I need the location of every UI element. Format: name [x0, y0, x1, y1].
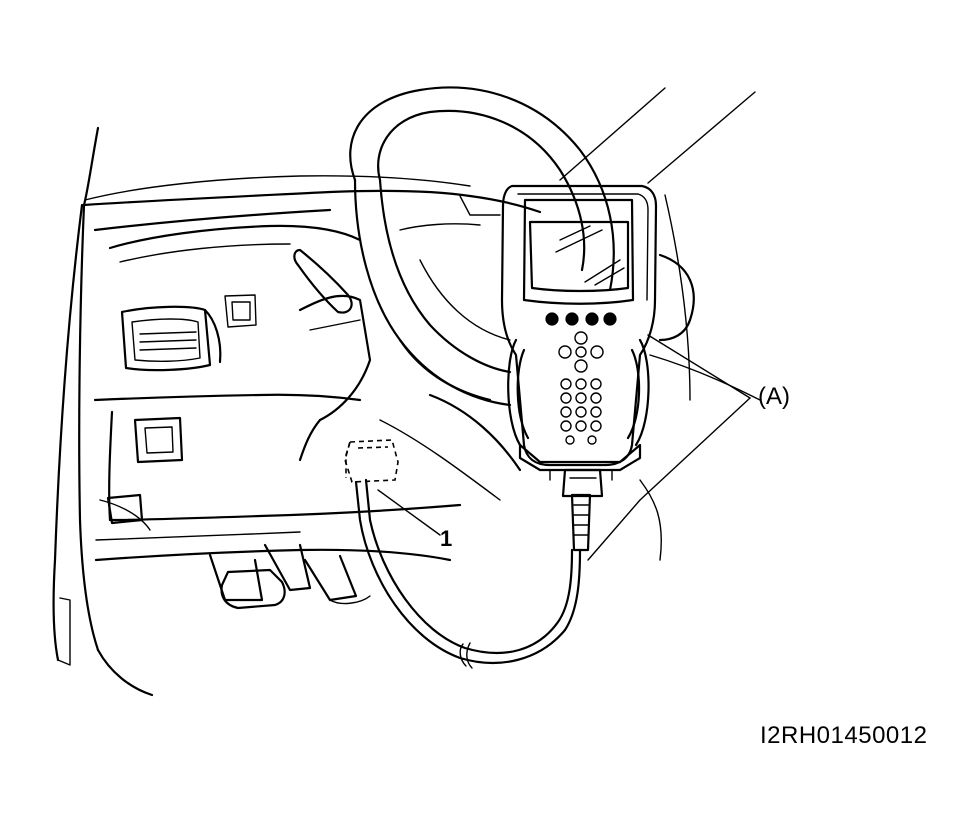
tool-label: (A): [758, 383, 790, 410]
leader-lines: [377, 334, 751, 561]
steering-wheel: [349, 86, 615, 407]
connector-label: 1: [440, 526, 453, 551]
dash-switch: [133, 416, 184, 464]
data-link-connector: [344, 439, 399, 483]
combination-switch: [293, 248, 372, 462]
pedals: [208, 543, 371, 610]
figure-code: I2RH01450012: [760, 722, 928, 749]
scan-tool: [500, 184, 658, 481]
dashboard-outline: [52, 87, 761, 697]
air-vent: [120, 294, 257, 372]
tool-cable: [354, 468, 604, 669]
